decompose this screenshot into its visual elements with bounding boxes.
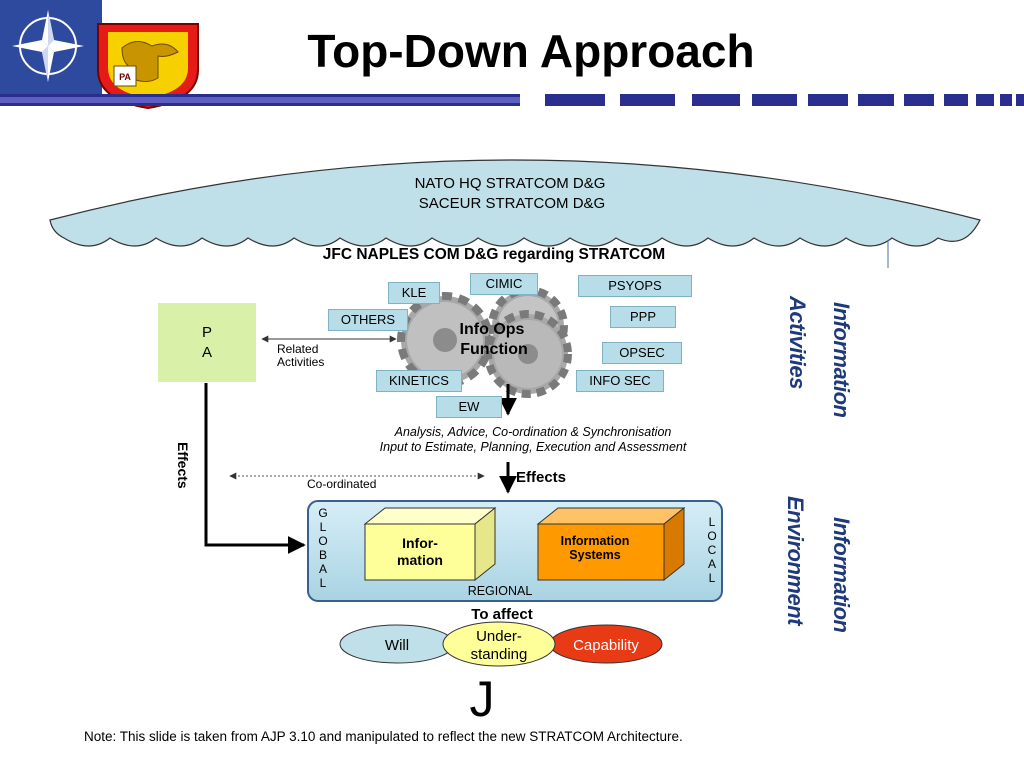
local-letter: L (709, 515, 716, 529)
title-bar-decoration (0, 94, 1024, 106)
will-ellipse: Will (339, 624, 455, 664)
understanding-line-1: Under- (476, 628, 522, 645)
stratcom-diagram: NATO HQ STRATCOM D&G SACEUR STRATCOM D&G… (49, 159, 981, 727)
related-line-1: Related (277, 342, 318, 356)
activity-kle: KLE (388, 282, 440, 304)
activity-others: OTHERS (328, 309, 408, 331)
systems-cube-line-1: Information (561, 534, 630, 548)
smiley-glyph: J (470, 671, 495, 727)
cloud-line-1: NATO HQ STRATCOM D&G (415, 175, 606, 192)
lion-crest-icon: PA (97, 23, 199, 110)
local-letter: C (708, 543, 717, 557)
info-ops-gears: Info Ops Function (397, 286, 572, 398)
activity-ppp: PPP (610, 306, 676, 328)
info-ops-line-2: Function (460, 341, 528, 358)
global-letter: G (318, 506, 327, 520)
nato-logo (0, 0, 102, 96)
will-label: Will (385, 637, 409, 654)
information-activities-label-1: Information (829, 302, 854, 418)
local-letter: A (708, 557, 716, 571)
capability-ellipse: Capability (549, 624, 663, 664)
information-environment-box: G L O B A L L O C A L REGIONAL Infor- ma… (307, 500, 723, 602)
coordinated-label: Co-ordinated (307, 477, 376, 491)
analysis-line-2: Input to Estimate, Planning, Execution a… (380, 440, 687, 454)
activity-kinetics: KINETICS (376, 370, 462, 392)
pa-effects-arrow (204, 383, 306, 554)
crest-letters: PA (119, 72, 131, 82)
information-environment-label-2: Environment (783, 496, 808, 625)
crest-logo: PA (92, 18, 204, 110)
regional-label: REGIONAL (468, 584, 533, 598)
slide-title: Top-Down Approach (307, 25, 755, 77)
jfc-heading: JFC NAPLES COM D&G regarding STRATCOM (323, 246, 665, 263)
information-cube: Infor- mation (363, 506, 497, 582)
nato-compass-icon (0, 0, 102, 96)
information-activities-label-2: Activities (785, 296, 810, 389)
global-letter: L (320, 520, 327, 534)
activity-opsec: OPSEC (602, 342, 682, 364)
global-letter: B (319, 548, 327, 562)
understanding-ellipse: Under- standing (442, 621, 556, 667)
systems-cube-line-2: Systems (569, 548, 620, 562)
pa-letter-p: P (202, 324, 212, 341)
activity-psyops: PSYOPS (578, 275, 692, 297)
information-cube-line-2: mation (397, 552, 443, 568)
understanding-line-2: standing (471, 646, 528, 663)
to-affect-label: To affect (471, 606, 532, 623)
information-environment-label-1: Information (829, 517, 854, 633)
stratcom-cloud: NATO HQ STRATCOM D&G SACEUR STRATCOM D&G (49, 159, 981, 268)
footnote: Note: This slide is taken from AJP 3.10 … (84, 729, 683, 744)
global-letter: L (320, 576, 327, 590)
analysis-line-1: Analysis, Advice, Co-ordination & Synchr… (394, 425, 672, 439)
information-systems-cube: Information Systems (536, 506, 686, 582)
related-line-2: Activities (277, 355, 324, 369)
cloud-line-2: SACEUR STRATCOM D&G (419, 195, 605, 212)
local-letter: L (709, 571, 716, 585)
info-ops-line-1: Info Ops (460, 321, 525, 338)
activity-info-sec: INFO SEC (576, 370, 664, 392)
pa-box: P A (158, 303, 256, 382)
capability-label: Capability (573, 637, 639, 654)
gear-icon-bottom (484, 310, 572, 398)
information-cube-line-1: Infor- (402, 535, 438, 551)
global-letter: O (318, 534, 327, 548)
activity-ew: EW (436, 396, 502, 418)
effects-vertical-label: Effects (175, 442, 191, 489)
local-letter: O (707, 529, 716, 543)
activity-cimic: CIMIC (470, 273, 538, 295)
effects-label: Effects (516, 469, 566, 486)
pa-letter-a: A (202, 344, 212, 361)
global-letter: A (319, 562, 327, 576)
